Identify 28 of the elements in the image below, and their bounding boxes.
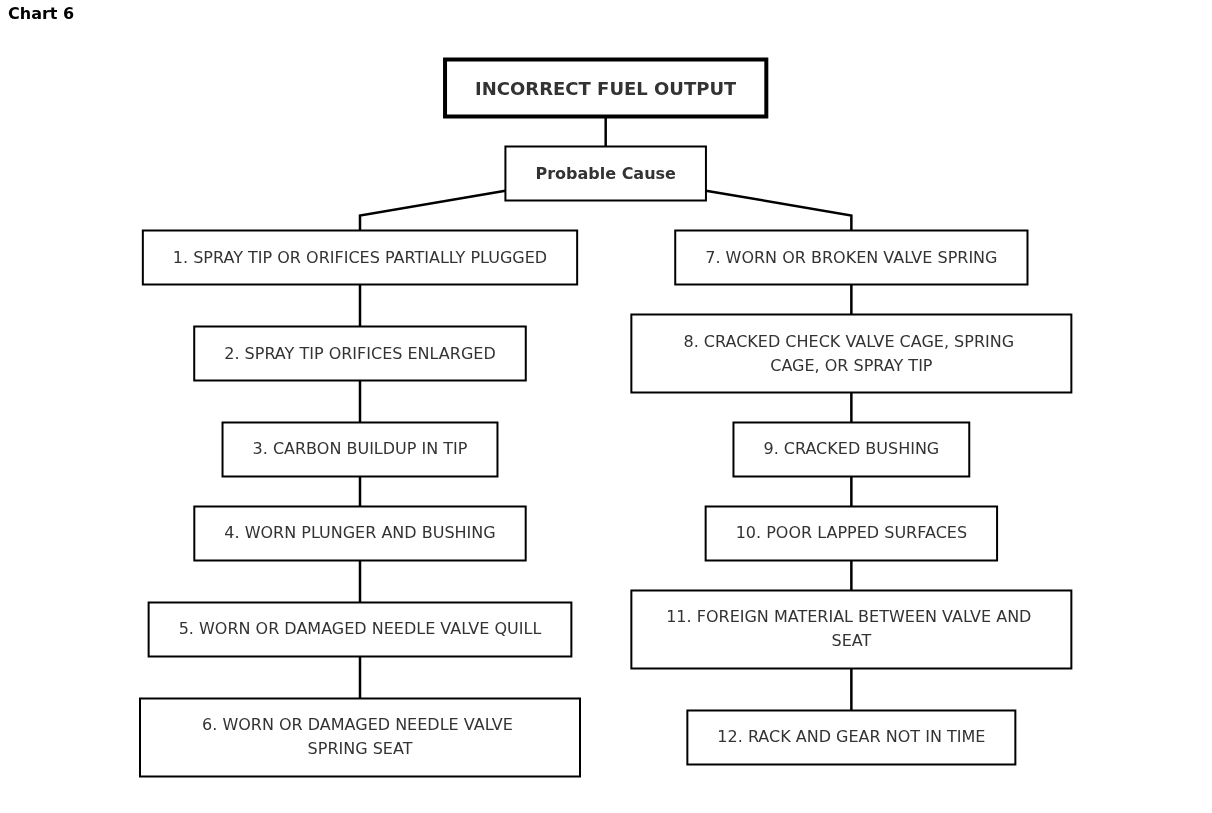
node-box: INCORRECT FUEL OUTPUT (443, 57, 769, 119)
node-box: 9. CRACKED BUSHING (732, 421, 971, 478)
node-box: 1. SPRAY TIP OR ORIFICES PARTIALLY PLUGGED (142, 229, 579, 286)
connector (850, 560, 853, 591)
connector (359, 189, 506, 231)
node-box: 12. RACK AND GEAR NOT IN TIME (686, 709, 1017, 766)
node-box: 11. FOREIGN MATERIAL BETWEEN VALVE AND SEAT (630, 589, 1073, 670)
node-box: 10. POOR LAPPED SURFACES (704, 505, 999, 562)
connector (359, 656, 362, 699)
node-box: 5. WORN OR DAMAGED NEEDLE VALVE QUILL (147, 601, 573, 658)
connector (706, 189, 853, 231)
connector (359, 476, 362, 507)
connector (850, 668, 853, 711)
connector (359, 284, 362, 327)
connector (850, 284, 853, 315)
connector (359, 560, 362, 603)
node-box: 4. WORN PLUNGER AND BUSHING (193, 505, 527, 562)
node-box: 8. CRACKED CHECK VALVE CAGE, SPRING CAGE, OR SPRAY TIP (630, 313, 1073, 394)
node-box: 2. SPRAY TIP ORIFICES ENLARGED (193, 325, 528, 382)
connector (850, 392, 853, 423)
connector (850, 476, 853, 507)
node-box: 7. WORN OR BROKEN VALVE SPRING (674, 229, 1029, 286)
connector (604, 116, 608, 147)
node-box: 6. WORN OR DAMAGED NEEDLE VALVE SPRING SEAT (139, 697, 582, 778)
connector (359, 380, 362, 423)
node-box: Probable Cause (504, 145, 708, 202)
chart-title: Chart 6 (8, 4, 75, 23)
node-box: 3. CARBON BUILDUP IN TIP (221, 421, 499, 478)
